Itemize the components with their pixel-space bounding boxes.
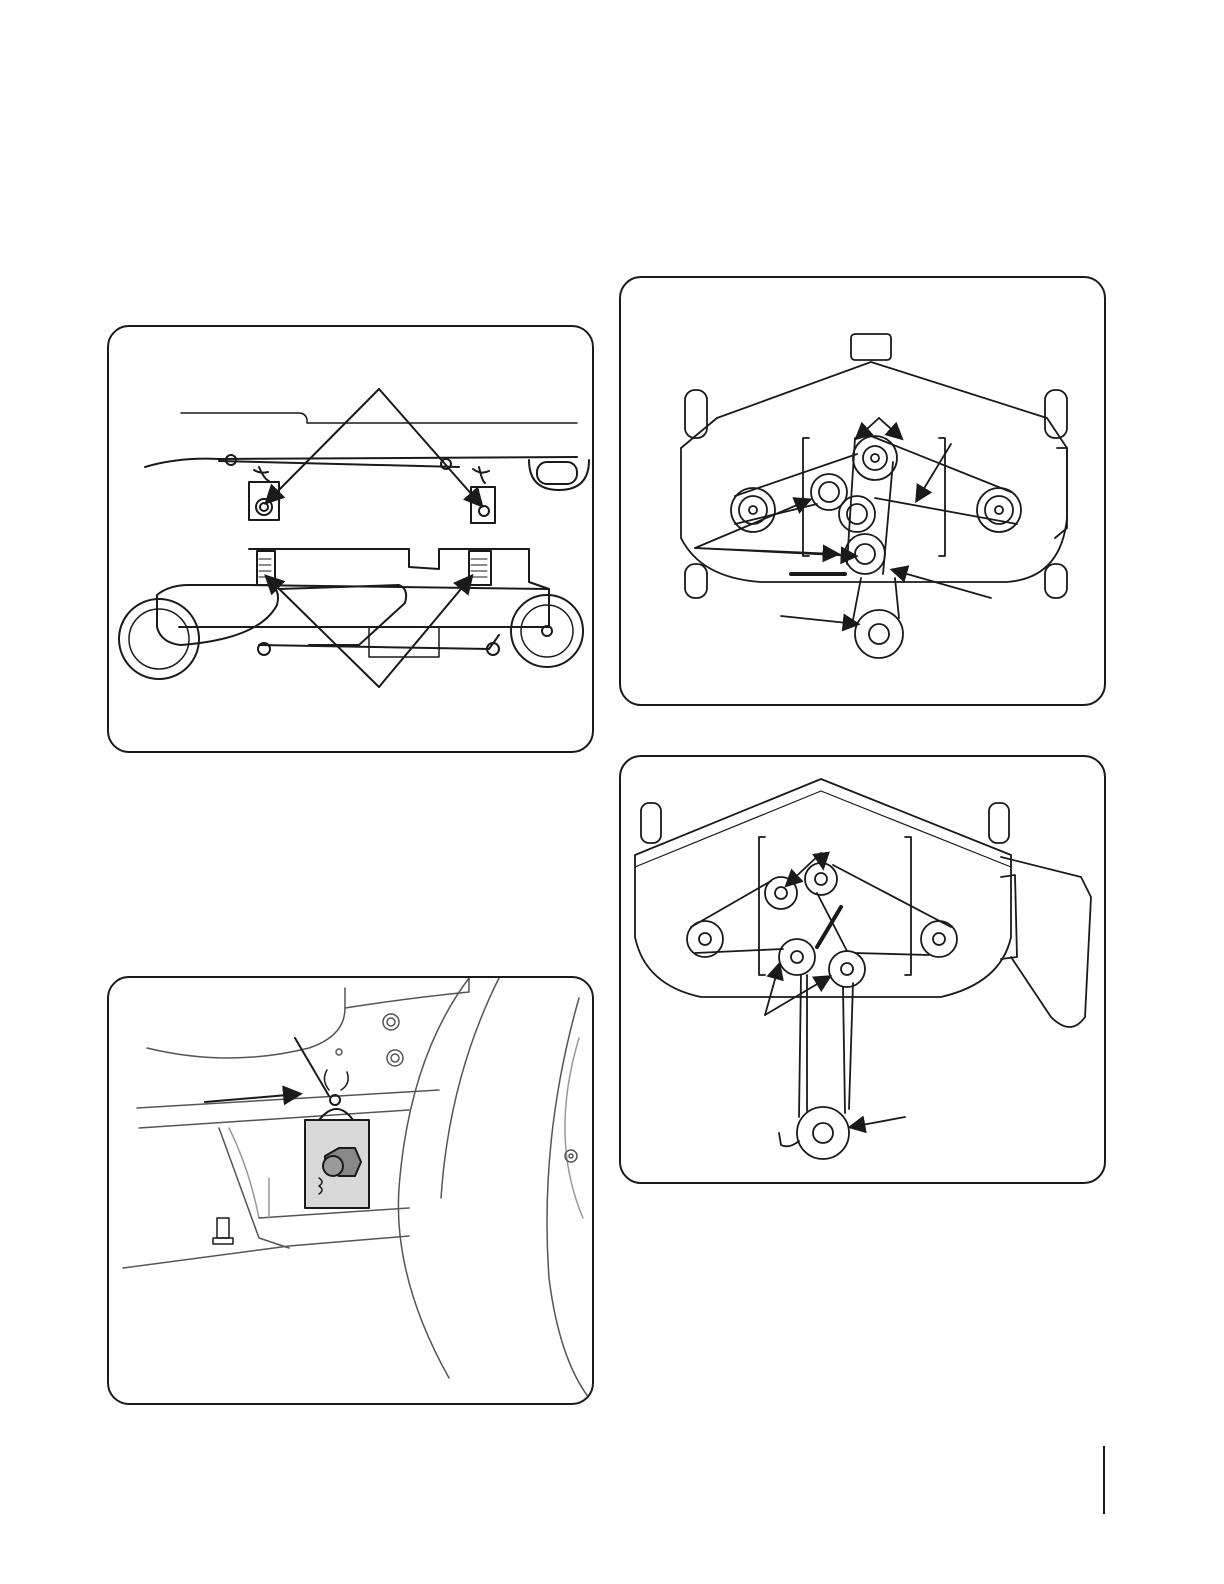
figure-deck-belt-routing-alt — [619, 755, 1106, 1184]
figure-deck-belt-routing-top — [619, 276, 1106, 706]
mower-deck-belt-diagram-with-chute — [621, 757, 1106, 1184]
figure-hitch-pin-detail — [107, 976, 594, 1405]
figure-deck-side-view — [107, 325, 594, 753]
deck-side-illustration — [109, 327, 594, 753]
deck-hanger-pin-illustration — [109, 978, 594, 1405]
mower-deck-belt-diagram — [621, 278, 1106, 706]
page-number-rule — [1103, 1446, 1105, 1514]
